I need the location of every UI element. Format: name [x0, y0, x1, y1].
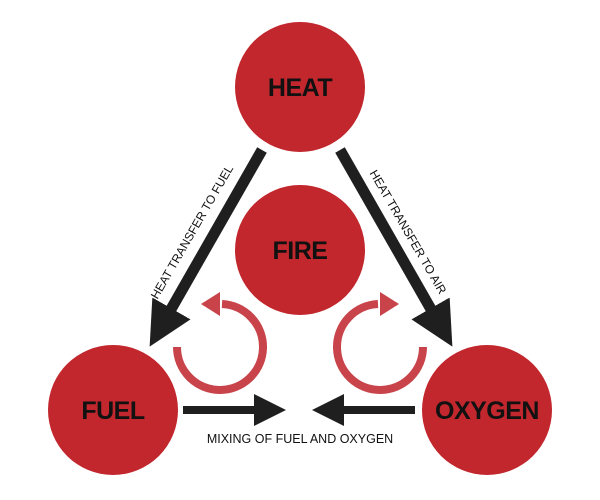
- node-fuel-label: FUEL: [81, 397, 145, 425]
- node-oxygen-label: OXYGEN: [435, 397, 539, 425]
- arrow-heat-to-oxygen: [335, 147, 453, 347]
- node-oxygen: OXYGEN: [422, 345, 552, 475]
- node-heat: HEAT: [235, 22, 365, 152]
- node-fire-label: FIRE: [273, 237, 328, 265]
- node-fuel: FUEL: [48, 345, 178, 475]
- label-mixing: MIXING OF FUEL AND OXYGEN: [207, 432, 393, 446]
- cycle-arrow-left-icon: [173, 292, 267, 394]
- node-heat-label: HEAT: [268, 74, 332, 102]
- cycle-arrow-right-icon: [333, 292, 427, 394]
- node-fire: FIRE: [235, 185, 365, 315]
- arrow-heat-to-fuel: [149, 147, 267, 347]
